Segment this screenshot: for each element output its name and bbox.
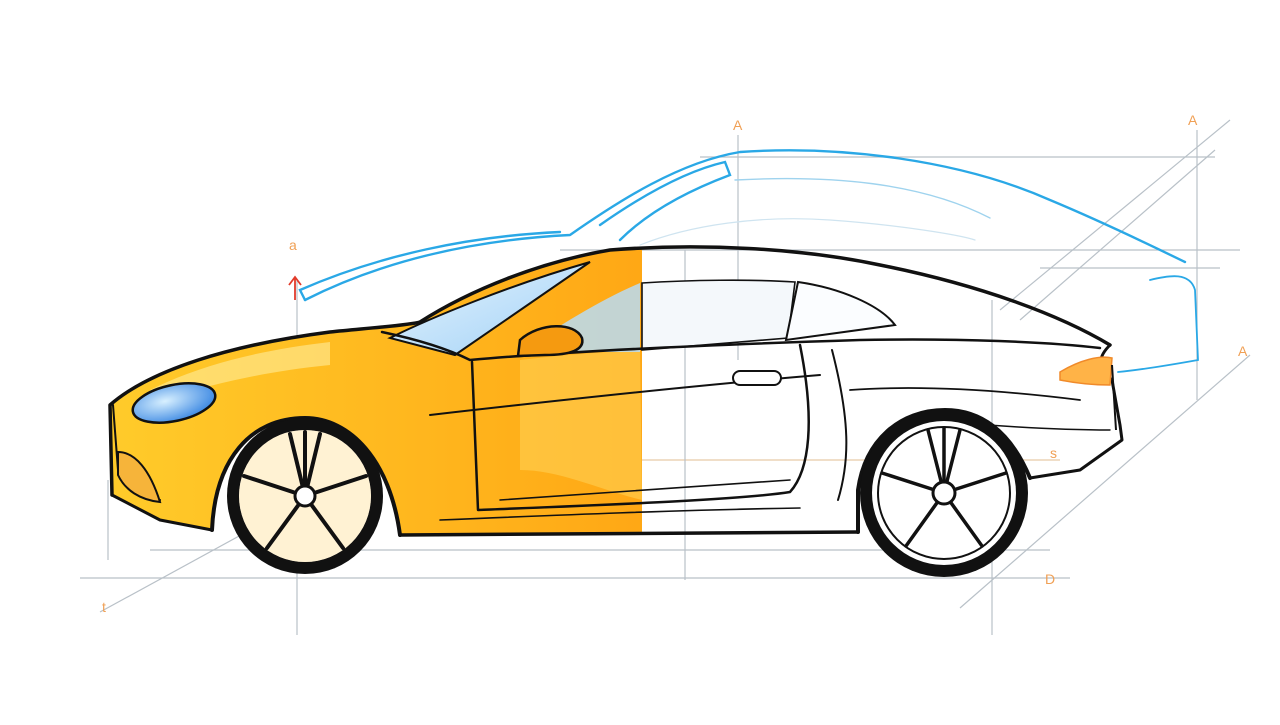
- painted-half: [110, 248, 642, 535]
- marker-rear-bottom: D: [1045, 571, 1055, 587]
- marker-front-bottom: t: [102, 599, 106, 615]
- front-intake: [117, 450, 162, 504]
- front-wheel: [227, 418, 383, 574]
- marker-rear-right: A: [1238, 343, 1248, 359]
- car-body-outline: [108, 245, 1124, 537]
- tail-light: [1059, 356, 1113, 386]
- headlight: [131, 382, 217, 424]
- marker-middle-top: A: [733, 117, 743, 133]
- door-handle: [732, 370, 782, 386]
- marker-rear-top: A: [1188, 112, 1198, 128]
- rear-wheel: [860, 409, 1028, 577]
- car-details: [117, 325, 1117, 504]
- side-mirror: [516, 325, 584, 358]
- blueprint-ghost-outline: [298, 149, 1199, 373]
- marker-front-top: a: [289, 237, 297, 253]
- sketch-markers: a A A A s D t: [102, 112, 1248, 615]
- marker-rear-mid: s: [1050, 445, 1057, 461]
